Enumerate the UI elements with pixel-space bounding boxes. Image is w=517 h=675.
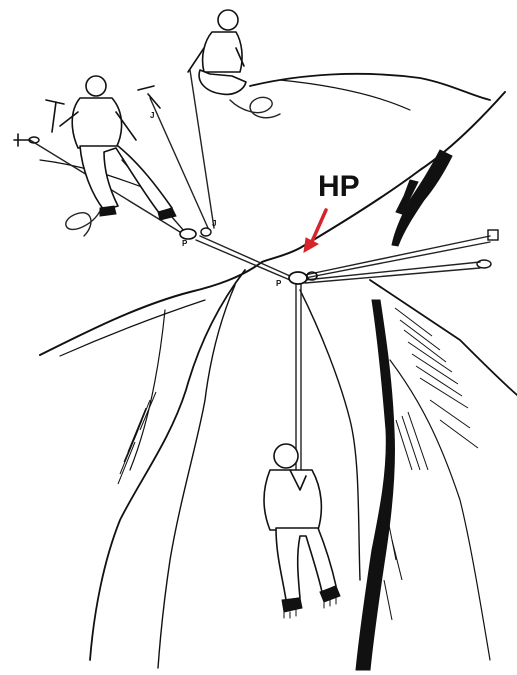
hp-arrow-icon bbox=[304, 210, 326, 252]
right-rock-wall-lower bbox=[390, 360, 490, 660]
ice-axe-2-icon bbox=[138, 86, 160, 108]
hp-label: HP bbox=[318, 170, 360, 203]
terrain bbox=[40, 74, 517, 670]
label-p-main: P bbox=[276, 279, 282, 288]
hanging-climber-helmet bbox=[274, 444, 298, 468]
right-piton-upper bbox=[488, 230, 498, 240]
anchor-rope-right-4 bbox=[305, 268, 480, 283]
middle-pulley bbox=[180, 228, 211, 239]
upper-right-crack bbox=[392, 150, 452, 246]
hanging-climber bbox=[264, 444, 340, 618]
buttress-inner-edge bbox=[158, 285, 235, 668]
anchor-rope-right-3 bbox=[305, 262, 480, 280]
upper-snow-contour bbox=[280, 80, 410, 110]
rope-coil-top bbox=[230, 97, 280, 117]
right-rock-wall bbox=[370, 280, 517, 395]
middle-climber-legs bbox=[80, 146, 172, 214]
hanging-climber-torso bbox=[264, 470, 321, 530]
ice-axe-icon bbox=[46, 100, 64, 132]
left-shade-hatching bbox=[118, 392, 156, 484]
right-piton-lower bbox=[477, 260, 491, 268]
label-j-middle: J bbox=[212, 219, 216, 228]
anchor-piton-icon bbox=[14, 134, 39, 146]
label-p-middle: P bbox=[182, 239, 188, 248]
right-ridge-line bbox=[262, 92, 505, 262]
anchor-rope-right-2 bbox=[305, 242, 490, 278]
top-climber-torso bbox=[203, 32, 243, 72]
lower-crack bbox=[356, 300, 395, 670]
label-j-upper: J bbox=[150, 111, 154, 120]
left-terrace-edge bbox=[40, 262, 262, 355]
slab-line bbox=[130, 310, 165, 470]
rope-top-belay bbox=[190, 70, 214, 228]
buttress-left-edge bbox=[90, 270, 245, 660]
left-terrace-edge-inner bbox=[60, 300, 205, 356]
top-climber bbox=[188, 10, 246, 94]
middle-climber-torso bbox=[72, 98, 121, 148]
middle-climber-helmet bbox=[86, 76, 106, 96]
right-wall-hatching bbox=[395, 308, 478, 448]
middle-climber bbox=[60, 76, 176, 220]
top-climber-helmet bbox=[218, 10, 238, 30]
top-climber-legs bbox=[199, 70, 246, 94]
